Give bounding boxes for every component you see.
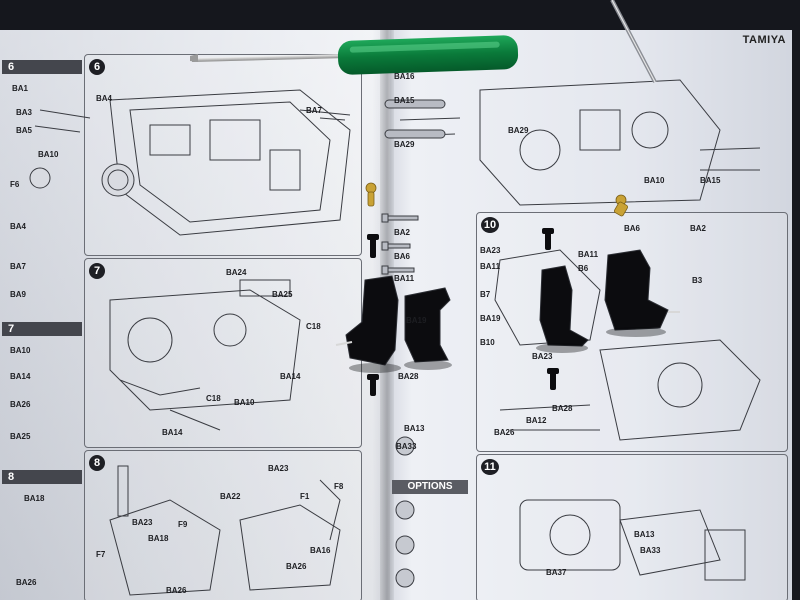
part-label-ba26d: BA26 <box>286 562 307 571</box>
step-number: 8 <box>89 455 105 471</box>
part-label-ba19b: BA19 <box>480 314 501 323</box>
part-label-ba28: BA28 <box>398 372 419 381</box>
part-label-ba13: BA13 <box>404 424 425 433</box>
screw-drawings-center <box>381 99 446 275</box>
part-label-ba13b: BA13 <box>634 530 655 539</box>
part-label-ba6b: BA6 <box>624 224 641 233</box>
brass-ball-connectors <box>365 182 628 217</box>
part-label-f6: F6 <box>10 180 20 189</box>
part-label-ba24: BA24 <box>226 268 247 277</box>
part-label-ba14b: BA14 <box>280 372 301 381</box>
metal-pins <box>335 311 680 346</box>
step-box-10: 10 <box>476 212 788 452</box>
part-label-ba3: BA3 <box>16 108 33 117</box>
part-label-ba25b: BA25 <box>272 290 293 299</box>
motor-drawing-step11 <box>519 499 746 581</box>
part-label-ba23c: BA23 <box>480 246 501 255</box>
black-steering-knuckles <box>345 249 669 366</box>
part-label-ba26c: BA26 <box>166 586 187 595</box>
part-label-ba11b: BA11 <box>480 262 501 271</box>
part-label-ba33: BA33 <box>396 442 417 451</box>
part-label-ba10b: BA10 <box>10 346 31 355</box>
part-label-ba26b: BA26 <box>16 578 37 587</box>
side-step-6: 6 <box>2 60 82 74</box>
brand-logo-text: TAMIYA <box>742 34 786 46</box>
chassis-drawing-right-top <box>399 79 761 206</box>
part-label-ba11c: BA11 <box>578 250 599 259</box>
part-label-ba29b: BA29 <box>508 126 529 135</box>
part-label-ba7: BA7 <box>306 106 323 115</box>
part-label-ba16b: BA16 <box>394 72 415 81</box>
part-label-ba11: BA11 <box>394 274 415 283</box>
part-label-ba15: BA15 <box>394 96 415 105</box>
part-label-ba25: BA25 <box>10 432 31 441</box>
part-label-ba18b: BA18 <box>148 534 169 543</box>
part-label-ba23b: BA23 <box>132 518 153 527</box>
part-label-ba26e: BA26 <box>494 428 515 437</box>
options-banner: OPTIONS <box>392 480 468 494</box>
part-label-ba33b: BA33 <box>640 546 661 555</box>
step-number: 6 <box>89 59 105 75</box>
part-label-f8: F8 <box>334 482 344 491</box>
part-label-ba26: BA26 <box>10 400 31 409</box>
part-label-ba15b: BA15 <box>700 176 721 185</box>
upright-drawing-step8 <box>109 465 341 596</box>
part-label-ba28b: BA28 <box>552 404 573 413</box>
part-label-f7: F7 <box>96 550 106 559</box>
part-label-ba5: BA5 <box>16 126 33 135</box>
part-label-ba37: BA37 <box>546 568 567 577</box>
part-label-ba22: BA22 <box>220 492 241 501</box>
steering-drawing-step10 <box>494 249 761 441</box>
part-label-ba7b: BA7 <box>10 262 27 271</box>
part-label-ba14c: BA14 <box>162 428 183 437</box>
part-label-ba10c: BA10 <box>234 398 255 407</box>
part-label-ba10d: BA10 <box>644 176 665 185</box>
step-box-7: 7 <box>84 258 362 448</box>
part-label-ba2: BA2 <box>394 228 411 237</box>
option-gears <box>395 436 415 588</box>
part-label-c18: C18 <box>306 322 321 331</box>
part-label-b7: B7 <box>480 290 491 299</box>
part-label-ba14: BA14 <box>10 372 31 381</box>
part-label-b10: B10 <box>480 338 495 347</box>
part-label-c18b: C18 <box>206 394 221 403</box>
step-box-8: 8 <box>84 450 362 600</box>
step-number: 10 <box>481 217 499 233</box>
black-screws <box>367 228 559 396</box>
hex-driver-tip <box>610 0 657 83</box>
manual-left-page <box>0 30 390 600</box>
part-label-ba1: BA1 <box>12 84 29 93</box>
side-step-8: 8 <box>2 470 82 484</box>
part-label-ba4: BA4 <box>96 94 113 103</box>
black-shadows <box>349 327 666 373</box>
part-label-ba29: BA29 <box>394 140 415 149</box>
part-label-ba4b: BA4 <box>10 222 27 231</box>
step-number: 11 <box>481 459 499 475</box>
part-label-f9: F9 <box>178 520 188 529</box>
screwdriver <box>190 35 519 75</box>
part-label-ba12: BA12 <box>526 416 547 425</box>
chassis-drawing-step6 <box>29 89 351 236</box>
part-label-ba9: BA9 <box>10 290 27 299</box>
step-number: 7 <box>89 263 105 279</box>
side-step-7: 7 <box>2 322 82 336</box>
part-label-f1: F1 <box>300 492 310 501</box>
part-label-b6: B6 <box>578 264 589 273</box>
part-label-ba6: BA6 <box>394 252 411 261</box>
part-label-ba19: BA19 <box>406 316 427 325</box>
gearbox-drawing-step7 <box>109 279 301 431</box>
part-label-ba2b: BA2 <box>690 224 707 233</box>
part-label-ba16: BA16 <box>310 546 331 555</box>
part-label-ba18: BA18 <box>24 494 45 503</box>
part-label-b3: B3 <box>692 276 703 285</box>
part-label-ba23d: BA23 <box>532 352 553 361</box>
step-box-11: 11 <box>476 454 788 600</box>
part-label-ba23: BA23 <box>268 464 289 473</box>
part-label-ba10: BA10 <box>38 150 59 159</box>
